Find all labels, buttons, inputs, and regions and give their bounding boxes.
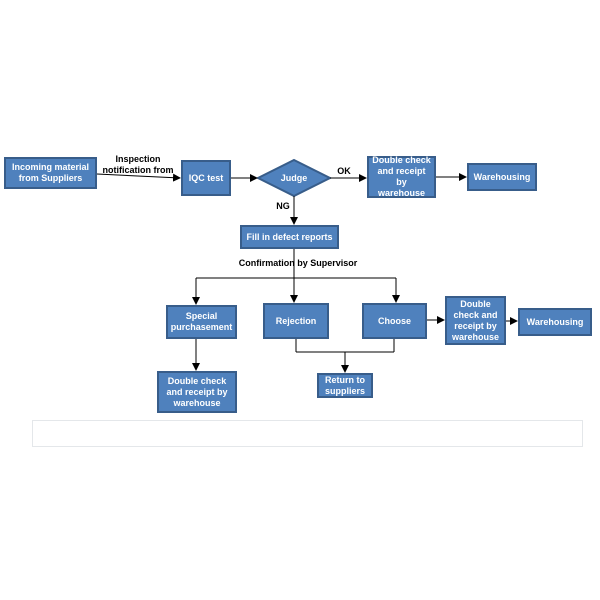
ok-label: OK [337, 166, 351, 176]
double-check-bottom-box: Double check and receipt by warehouse [157, 371, 237, 413]
warehousing-top-box: Warehousing [467, 163, 537, 191]
warehousing-right-box: Warehousing [518, 308, 592, 336]
inspection-notification-label: Inspection notification from [102, 154, 174, 175]
ng-label: NG [276, 201, 290, 211]
return-to-suppliers-box: Return to suppliers [317, 373, 373, 398]
fill-defect-box: Fill in defect reports [240, 225, 339, 249]
incoming-material-box: Incoming material from Suppliers [4, 157, 97, 189]
choose-box: Choose [362, 303, 427, 339]
judge-label: Judge [280, 173, 308, 183]
footer-panel [32, 420, 583, 447]
double-check-right-box: Double check and receipt by warehouse [445, 296, 506, 345]
confirmation-label: Confirmation by Supervisor [238, 258, 358, 268]
double-check-top-box: Double check and receipt by warehouse [367, 155, 436, 198]
arrow-incoming-to-iqc [96, 173, 181, 182]
rejection-box: Rejection [263, 303, 329, 339]
iqc-test-box: IQC test [181, 160, 231, 196]
special-purchasement-box: Special purchasement [166, 305, 237, 339]
